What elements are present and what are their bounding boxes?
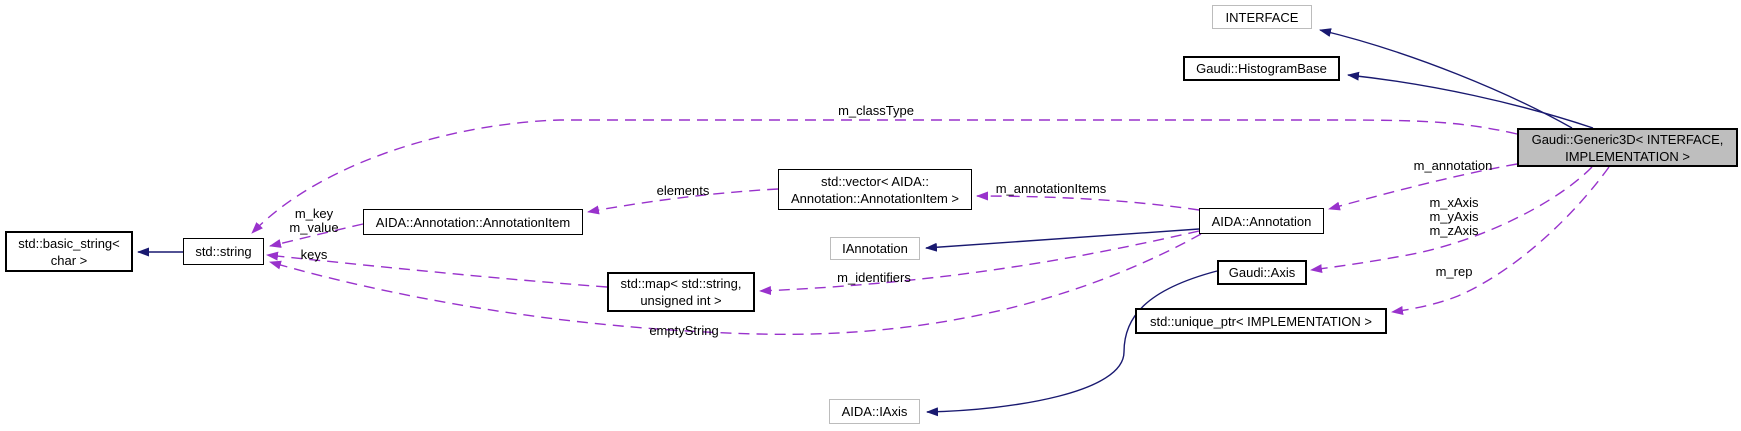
node-generic3d[interactable]: Gaudi::Generic3D< INTERFACE, IMPLEMENTAT… — [1517, 128, 1738, 167]
node-iannotation[interactable]: IAnnotation — [830, 237, 920, 260]
edge-m-axes — [1310, 166, 1593, 274]
edge-label-keys: keys — [300, 247, 328, 262]
node-map-line1: std::map< std::string, — [620, 276, 742, 291]
edge-m-key-value — [269, 223, 364, 248]
inheritance-edges — [137, 28, 1594, 417]
edge-label-emptystring: emptyString — [649, 323, 719, 338]
edge-label-m-xaxis: m_xAxis — [1429, 195, 1479, 210]
node-axis-label: Gaudi::Axis — [1228, 265, 1296, 280]
node-basic-string[interactable]: std::basic_string< char > — [5, 231, 133, 272]
node-basic-string-line2: char > — [50, 252, 88, 268]
edge-generic3d-interface — [1319, 28, 1573, 129]
node-vector-line1: std::vector< AIDA:: — [820, 173, 930, 189]
edge-axis-iaxis — [926, 270, 1218, 417]
edge-label-m-classtype: m_classType — [838, 103, 914, 118]
node-generic3d-line1: Gaudi::Generic3D< INTERFACE, — [1531, 131, 1724, 147]
node-basic-string-line1: std::basic_string< — [18, 235, 120, 251]
edge-m-classtype — [251, 119, 1518, 234]
node-annotation-item[interactable]: AIDA::Annotation::AnnotationItem — [363, 209, 583, 235]
edge-keys — [266, 251, 608, 288]
edge-label-m-zaxis: m_zAxis — [1429, 223, 1479, 238]
edge-elements — [587, 188, 779, 215]
edge-annotation-iannotation — [925, 228, 1200, 252]
node-string-label: std::string — [195, 244, 252, 259]
node-annotation-label: AIDA::Annotation — [1211, 213, 1312, 229]
edge-generic3d-histogrambase — [1347, 71, 1594, 129]
node-vector-annotationitem[interactable]: std::vector< AIDA:: Annotation::Annotati… — [778, 169, 972, 210]
edge-label-m-axes: m_xAxis m_yAxis m_zAxis — [1429, 196, 1478, 238]
edge-label-m-rep: m_rep — [1435, 264, 1473, 279]
edge-label-m-value: m_value — [289, 220, 339, 235]
node-vector-line2: Annotation::AnnotationItem > — [790, 190, 960, 206]
node-interface-label: INTERFACE — [1225, 9, 1299, 25]
node-iannotation-label: IAnnotation — [842, 241, 908, 256]
node-generic3d-line2: IMPLEMENTATION > — [1565, 148, 1690, 164]
edge-m-annotation — [1328, 163, 1518, 211]
edge-m-rep — [1391, 166, 1610, 315]
node-string[interactable]: std::string — [183, 238, 264, 265]
edge-label-m-key-value: m_key m_value — [289, 207, 338, 235]
edge-label-m-annotation: m_annotation — [1413, 158, 1493, 173]
edge-label-m-identifiers: m_identifiers — [837, 270, 911, 285]
node-iaxis-label: AIDA::IAxis — [841, 404, 908, 419]
node-histogram-base-label: Gaudi::HistogramBase — [1196, 61, 1327, 76]
edge-label-elements: elements — [656, 183, 710, 198]
node-annotation[interactable]: AIDA::Annotation — [1199, 208, 1324, 234]
node-annotation-item-label: AIDA::Annotation::AnnotationItem — [375, 214, 571, 230]
node-iaxis[interactable]: AIDA::IAxis — [829, 399, 920, 424]
node-unique-ptr-label: std::unique_ptr< IMPLEMENTATION > — [1149, 313, 1373, 329]
node-interface[interactable]: INTERFACE — [1212, 5, 1312, 29]
node-map[interactable]: std::map< std::string, unsigned int > — [607, 272, 755, 312]
edge-label-m-key: m_key — [294, 206, 334, 221]
edge-label-m-yaxis: m_yAxis — [1429, 209, 1479, 224]
node-axis[interactable]: Gaudi::Axis — [1217, 260, 1307, 285]
edge-emptystring — [269, 233, 1202, 336]
edge-label-m-annotationitems: m_annotationItems — [995, 181, 1107, 196]
edge-m-identifiers — [759, 230, 1200, 296]
edge-m-annotationitems — [976, 191, 1200, 211]
node-unique-ptr[interactable]: std::unique_ptr< IMPLEMENTATION > — [1135, 308, 1387, 334]
node-histogram-base[interactable]: Gaudi::HistogramBase — [1183, 56, 1340, 81]
usage-edges — [251, 119, 1610, 336]
node-map-line2: unsigned int > — [640, 293, 722, 308]
